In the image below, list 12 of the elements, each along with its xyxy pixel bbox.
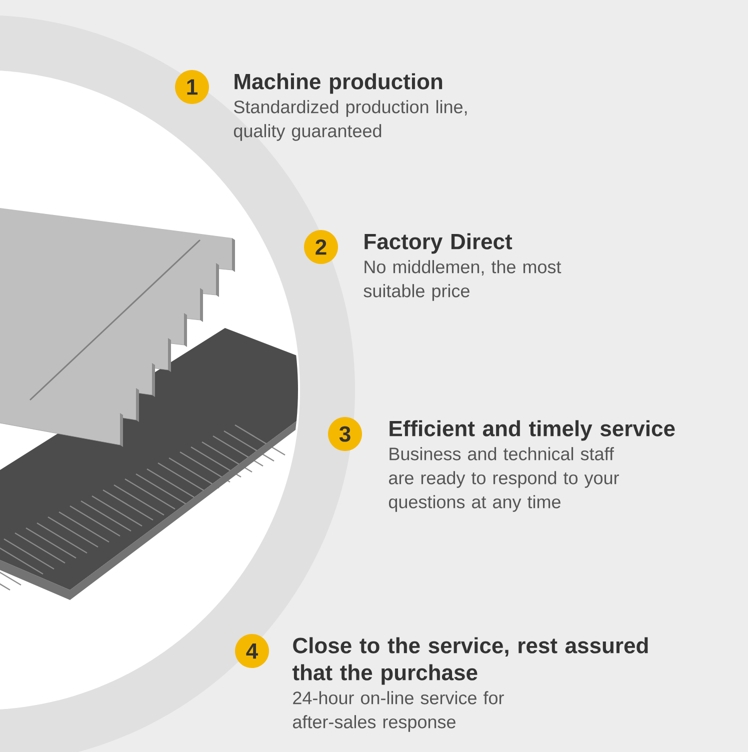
item-heading: Efficient and timely service [390, 420, 675, 441]
item-heading: Factory Direct [364, 233, 512, 254]
item-description: 24-hour on-line service for after-sales response [292, 691, 504, 732]
item-description: Standardized production line, quality guaranteed [234, 100, 467, 141]
number-badge: 1 [175, 70, 209, 104]
number-badge: 3 [328, 417, 362, 451]
number-badge: 2 [304, 230, 338, 264]
item-description: Business and technical staff are ready to respond to your questions at any time [388, 447, 619, 512]
number-badge: 4 [235, 634, 269, 668]
item-heading: Machine production [234, 73, 442, 94]
item-heading: Close to the service, rest assured that the purchase [292, 637, 648, 685]
item-description: No middlemen, the most suitable price [364, 260, 562, 301]
